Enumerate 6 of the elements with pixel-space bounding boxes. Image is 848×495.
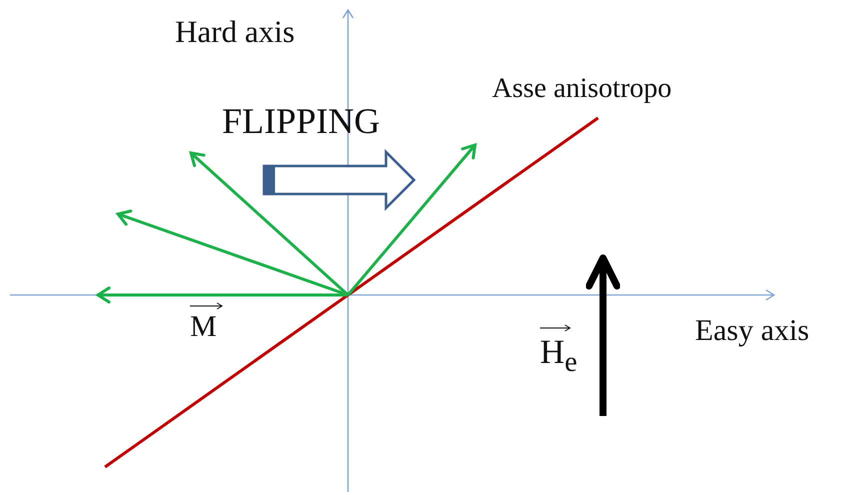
process-label: FLIPPING bbox=[222, 103, 380, 139]
vector-symbol: M bbox=[190, 312, 217, 342]
vector-symbol: H$_{e}$ bbox=[540, 336, 578, 378]
axis-label: Easy axis bbox=[695, 316, 810, 346]
axis-label: Asse anisotropo bbox=[492, 75, 672, 103]
axis-label: Hard axis bbox=[175, 16, 295, 47]
